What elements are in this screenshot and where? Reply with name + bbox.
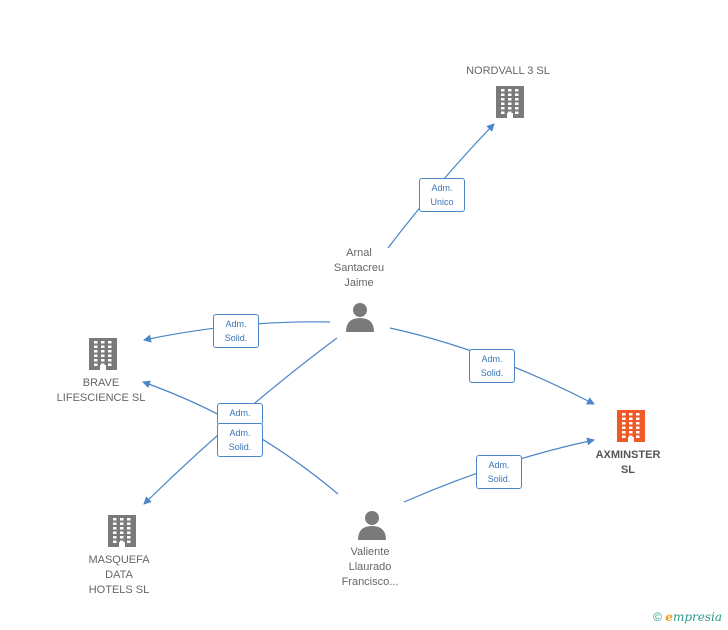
node-label-nordvall[interactable]: NORDVALL 3 SL	[466, 65, 550, 77]
person-icon-valiente[interactable]	[358, 511, 386, 540]
node-label-valiente[interactable]: Valiente Llaurado Francisco...	[341, 546, 399, 588]
building-icon-axminster[interactable]	[617, 410, 645, 442]
edge-label-arnal-brave[interactable]: Adm. Solid.	[213, 314, 259, 348]
building-icon-nordvall[interactable]	[496, 86, 524, 118]
edge-label-arnal-axminster[interactable]: Adm. Solid.	[469, 349, 515, 383]
building-icon-brave[interactable]	[89, 338, 117, 370]
edge-label-valiente-axminster[interactable]: Adm. Solid.	[476, 455, 522, 489]
copyright-symbol: ©	[653, 610, 662, 624]
footer-brand: © empresia	[653, 610, 722, 624]
node-label-arnal[interactable]: Arnal Santacreu Jaime	[333, 247, 385, 289]
edge-label-valiente-brave[interactable]: Adm. Solid.	[217, 423, 263, 457]
building-icon-masquefa[interactable]	[108, 515, 136, 547]
node-label-axminster[interactable]: AXMINSTER SL	[595, 449, 661, 476]
brand-logo: empresia	[665, 610, 722, 624]
edge-label-arnal-nordvall[interactable]: Adm. Unico	[419, 178, 465, 212]
node-label-masquefa[interactable]: MASQUEFA DATA HOTELS SL	[88, 554, 150, 596]
edges-layer	[142, 123, 595, 505]
node-label-brave[interactable]: BRAVE LIFESCIENCE SL	[56, 377, 146, 404]
person-icon-arnal[interactable]	[346, 303, 374, 332]
edge-label-arnal-masquefa[interactable]: Adm. Solid.	[217, 403, 263, 425]
icons-layer	[89, 86, 645, 547]
